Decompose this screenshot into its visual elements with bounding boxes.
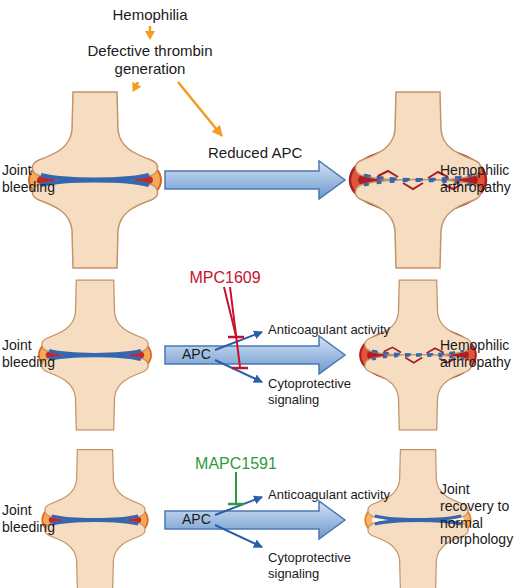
bleeding-joint bbox=[39, 280, 151, 430]
text-node: Defective thrombin generation bbox=[80, 40, 220, 82]
drug-name: MAPC1591 bbox=[186, 454, 286, 473]
arrow-head bbox=[132, 82, 141, 92]
arrow-head bbox=[145, 31, 155, 40]
activity-label: Anticoagulant activity bbox=[268, 487, 418, 503]
inhibitor-line bbox=[235, 472, 237, 503]
inhibitor-bar bbox=[228, 503, 244, 506]
joint-node: Joint recovery to normal morphology bbox=[345, 445, 520, 588]
inhibitor-bar bbox=[232, 367, 248, 370]
block-arrow-shape bbox=[165, 161, 345, 199]
joint-node: Hemophilic arthropathy bbox=[345, 92, 520, 268]
drug-name: MPC1609 bbox=[180, 268, 270, 287]
node-text: Joint bleeding bbox=[2, 337, 62, 371]
joint-node: Joint bleeding bbox=[0, 92, 165, 268]
node-text: Defective thrombin generation bbox=[80, 42, 220, 78]
block-arrow bbox=[165, 501, 345, 539]
molecule-name: APC bbox=[182, 511, 222, 528]
activity-label: Cytoprotective signaling bbox=[268, 550, 373, 581]
block-arrow-shape bbox=[165, 336, 345, 374]
activity-label: Anticoagulant activity bbox=[268, 322, 418, 338]
orange-arrow bbox=[178, 82, 222, 136]
node-text: Joint bleeding bbox=[2, 502, 62, 536]
molecule-name: APC bbox=[182, 346, 222, 363]
causal-arrow bbox=[132, 82, 141, 92]
signal-arrow bbox=[215, 497, 262, 515]
activity-label: Cytoprotective signaling bbox=[268, 376, 373, 407]
signal-arrow bbox=[215, 360, 262, 382]
joint-node: Joint bleeding bbox=[0, 280, 165, 430]
block-arrow bbox=[165, 161, 345, 199]
node-text: Hemophilia bbox=[100, 6, 200, 24]
causal-arrow bbox=[145, 26, 155, 40]
signal-arrow bbox=[215, 525, 262, 547]
block-arrow-shape bbox=[165, 501, 345, 539]
node-text: Hemophilic arthropathy bbox=[440, 337, 520, 371]
block-arrow bbox=[165, 336, 345, 374]
inhibitor-line bbox=[230, 287, 240, 367]
edge-label: Reduced APC bbox=[208, 144, 302, 162]
joint-node: Hemophilic arthropathy bbox=[345, 280, 520, 430]
text-node: Hemophilia bbox=[100, 4, 200, 26]
joint-node: Joint bleeding bbox=[0, 445, 165, 588]
node-text: Hemophilic arthropathy bbox=[440, 162, 520, 196]
node-text: Joint recovery to normal morphology bbox=[440, 481, 520, 548]
bleeding-joint bbox=[42, 450, 148, 588]
node-text: Joint bleeding bbox=[2, 162, 62, 196]
